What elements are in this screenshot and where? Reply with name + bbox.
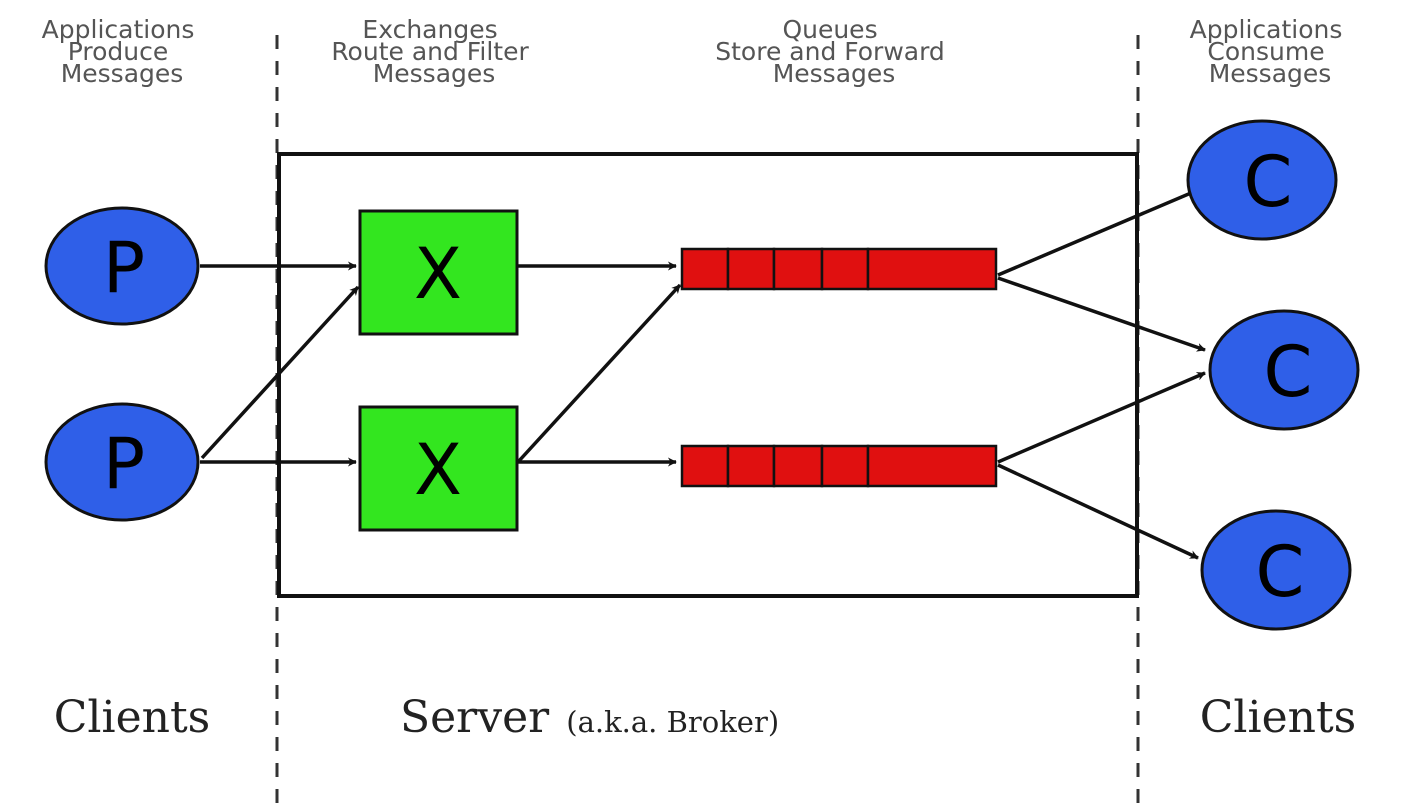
consumers-header: Applications Consume Messages: [1190, 15, 1351, 88]
queue-2-cell-2: [726, 444, 776, 488]
exchange-label-1: X: [414, 233, 462, 315]
arrow-x2-q1: [516, 283, 682, 464]
queue-1-cell-2: [726, 247, 776, 291]
consumer-label-2: C: [1264, 331, 1313, 413]
exchange-label-2: X: [414, 429, 462, 511]
producers-header: Applications Produce Messages: [42, 15, 203, 88]
queue-1-cell-3: [772, 247, 824, 291]
arrow-q1-c2: [997, 276, 1206, 352]
queue-node-2: [680, 444, 998, 488]
queue-node-1: [680, 247, 998, 291]
right-clients-label: Clients: [1200, 692, 1356, 743]
queues-header: Queues Store and Forward Messages: [715, 15, 953, 88]
queue-1-cell-1: [680, 247, 730, 291]
consumer-label-1: C: [1244, 141, 1293, 223]
producer-label-1: P: [103, 227, 145, 309]
arrow-p2-x1: [200, 285, 360, 460]
consumer-node-1: C: [1186, 119, 1338, 241]
consumer-node-2: C: [1208, 309, 1360, 431]
queue-1-cell-5: [866, 247, 998, 291]
arrow-q2-c3: [997, 463, 1199, 560]
left-clients-label: Clients: [54, 692, 210, 743]
producer-label-2: P: [103, 423, 145, 505]
exchanges-header: Exchanges Route and Filter Messages: [331, 15, 536, 88]
exchange-node-1: X: [358, 209, 519, 336]
queue-1-cell-4: [820, 247, 870, 291]
server-label: Server (a.k.a. Broker): [400, 692, 779, 743]
consumer-node-3: C: [1200, 509, 1352, 631]
exchange-node-2: X: [358, 405, 519, 532]
producer-node-2: P: [44, 402, 200, 522]
queue-2-cell-1: [680, 444, 730, 488]
queue-2-cell-4: [820, 444, 870, 488]
arrow-q2-c2: [997, 371, 1206, 464]
queue-2-cell-5: [866, 444, 998, 488]
producer-node-1: P: [44, 206, 200, 326]
consumer-label-3: C: [1256, 531, 1305, 613]
arrow-q1-c1: [997, 188, 1199, 277]
queue-2-cell-3: [772, 444, 824, 488]
